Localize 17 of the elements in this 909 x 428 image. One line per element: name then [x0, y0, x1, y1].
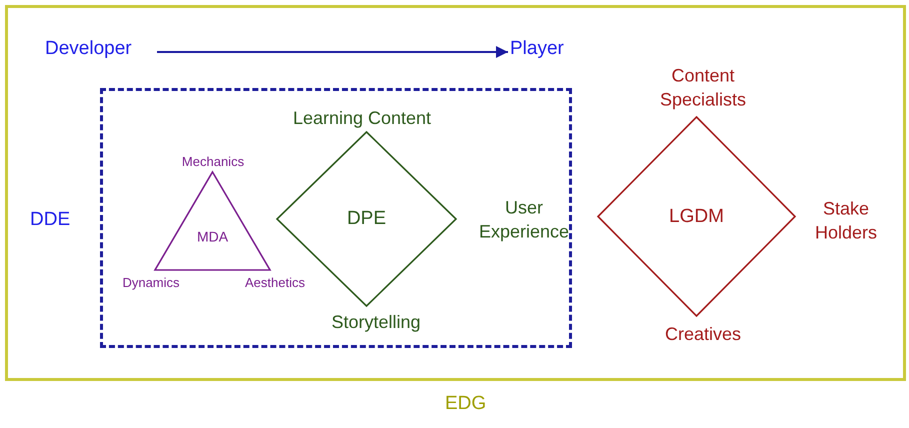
shape-label: MDA	[196, 227, 228, 246]
vertex-label: Dynamics	[122, 274, 180, 292]
vertex-label: Aesthetics	[245, 274, 305, 292]
vertex-label: Learning Content	[292, 106, 432, 130]
vertex-label: Stake Holders	[814, 198, 878, 245]
vertex-label: User Experience	[478, 196, 570, 244]
group-label: DDE	[30, 209, 70, 231]
shape-label: DPE	[346, 207, 386, 232]
vertex-label: Creatives	[664, 322, 742, 346]
label-text: Player	[510, 38, 576, 64]
vertex-label: Storytelling	[331, 310, 421, 334]
shape-label: LGDM	[669, 204, 724, 229]
frame-label: EDG	[445, 393, 486, 415]
vertex-label: Mechanics	[182, 153, 244, 171]
arrow	[157, 46, 508, 58]
vertex-label: Content Specialists	[658, 64, 748, 112]
label-text: Developer	[45, 38, 155, 64]
